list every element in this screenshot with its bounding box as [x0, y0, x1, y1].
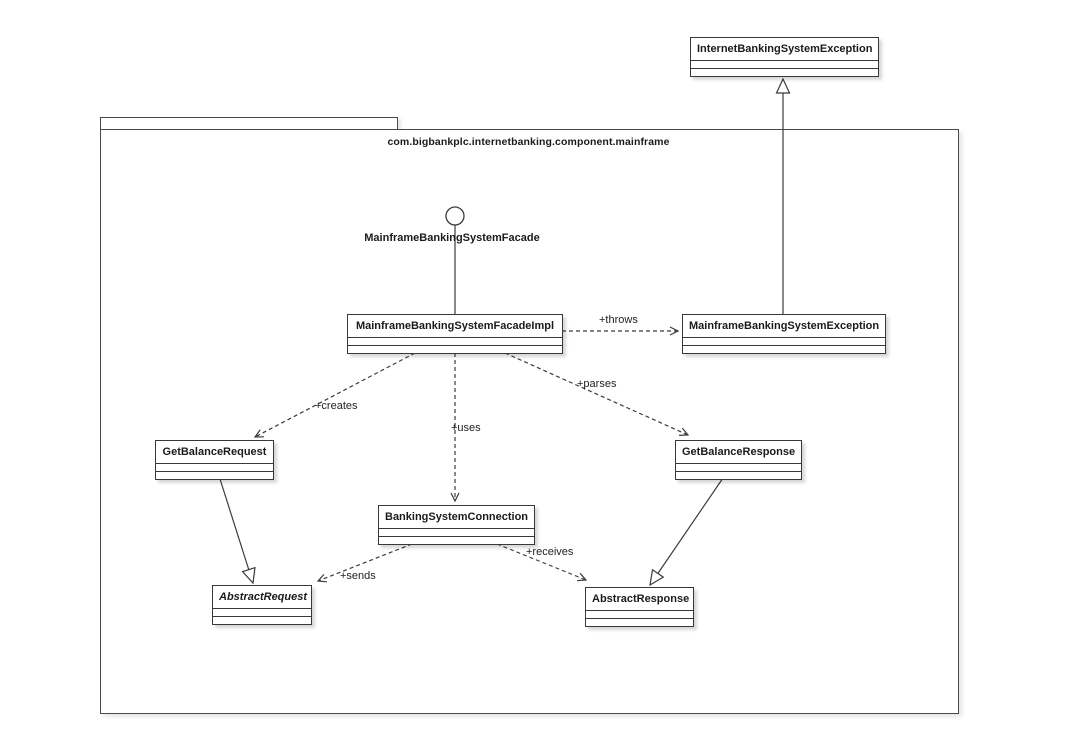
edge-label-receives: +receives	[526, 546, 574, 558]
dependency-creates	[253, 352, 416, 438]
interface-name: MainframeBankingSystemFacade	[364, 232, 540, 244]
class-name: MainframeBankingSystemException	[683, 315, 885, 338]
methods-compartment	[676, 472, 801, 479]
attributes-compartment	[691, 61, 878, 69]
attributes-compartment	[586, 611, 693, 619]
dependency-sends	[316, 543, 413, 583]
class-name: InternetBankingSystemException	[691, 38, 878, 61]
edge-label-sends: +sends	[340, 570, 376, 582]
class-internet-banking-system-exception: InternetBankingSystemException	[690, 37, 879, 77]
lollipop-interface-icon	[445, 206, 465, 226]
edge-label-creates: +creates	[315, 400, 358, 412]
class-name: MainframeBankingSystemFacadeImpl	[348, 315, 562, 338]
attributes-compartment	[379, 529, 534, 537]
attributes-compartment	[683, 338, 885, 346]
class-name: BankingSystemConnection	[379, 506, 534, 529]
class-abstract-response: AbstractResponse	[585, 587, 694, 627]
edge-label-parses: +parses	[577, 378, 617, 390]
class-abstract-request: AbstractRequest	[212, 585, 312, 625]
methods-compartment	[213, 617, 311, 624]
class-name: AbstractResponse	[586, 588, 693, 611]
methods-compartment	[156, 472, 273, 479]
attributes-compartment	[213, 609, 311, 617]
dependency-receives	[496, 543, 588, 582]
methods-compartment	[379, 537, 534, 544]
edge-label-throws: +throws	[599, 314, 638, 326]
attributes-compartment	[676, 464, 801, 472]
class-mainframe-banking-system-facade-impl: MainframeBankingSystemFacadeImpl	[347, 314, 563, 354]
attributes-compartment	[156, 464, 273, 472]
class-mainframe-banking-system-exception: MainframeBankingSystemException	[682, 314, 886, 354]
class-name: GetBalanceResponse	[676, 441, 801, 464]
edge-label-uses: +uses	[451, 422, 481, 434]
methods-compartment	[683, 346, 885, 353]
package-name: com.bigbankplc.internetbanking.component…	[387, 136, 670, 148]
class-banking-system-connection: BankingSystemConnection	[378, 505, 535, 545]
class-name: GetBalanceRequest	[156, 441, 273, 464]
generalization-getbalanceresponse-to-abstractresponse	[649, 477, 724, 587]
generalization-getbalancerequest-to-abstractrequest	[219, 478, 256, 585]
class-get-balance-response: GetBalanceResponse	[675, 440, 802, 480]
class-get-balance-request: GetBalanceRequest	[155, 440, 274, 480]
methods-compartment	[348, 346, 562, 353]
dependency-parses	[504, 352, 690, 436]
class-name: AbstractRequest	[213, 586, 311, 609]
methods-compartment	[691, 69, 878, 76]
methods-compartment	[586, 619, 693, 626]
attributes-compartment	[348, 338, 562, 346]
